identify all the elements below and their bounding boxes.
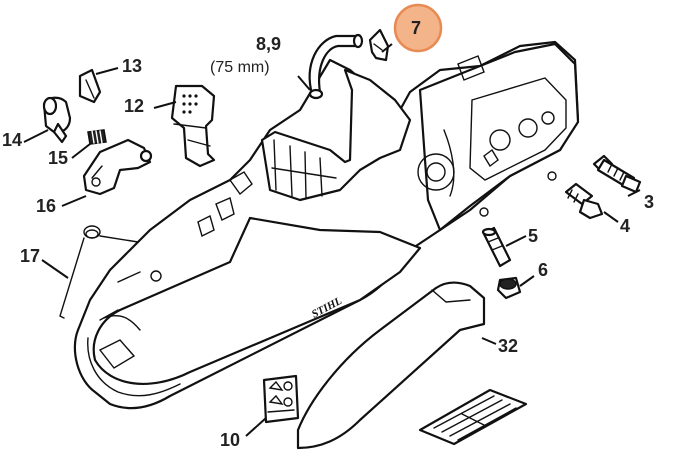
part-12-rail	[170, 84, 216, 168]
callout-16: 16	[36, 196, 56, 216]
callout-7: 7	[411, 18, 421, 38]
grille-plate	[418, 388, 528, 446]
callout-15: 15	[48, 148, 68, 168]
part-14-knob	[42, 96, 72, 144]
leader-lines	[23, 43, 641, 437]
main-housing: STIHL	[73, 40, 580, 410]
part-17-torsion-spring	[59, 225, 139, 319]
callout-10: 10	[220, 430, 240, 450]
callout-7-badge	[393, 3, 443, 53]
callout-8-9-note: (75 mm)	[210, 59, 270, 76]
callout-3: 3	[644, 192, 654, 212]
part-13-bracket	[78, 68, 102, 104]
part-5-sleeve	[481, 226, 512, 268]
part-16-lever	[82, 138, 153, 196]
part-6-nut	[496, 276, 522, 300]
callout-8-9: 8,9	[256, 34, 281, 54]
part-4-bolt	[564, 182, 604, 220]
part-10-warning-label	[262, 374, 300, 424]
callout-13: 13	[122, 56, 142, 76]
callout-14: 14	[2, 130, 22, 150]
callout-32: 32	[498, 336, 518, 356]
callout-5: 5	[528, 226, 538, 246]
callout-6: 6	[538, 260, 548, 280]
callout-7-highlight: 7	[393, 3, 443, 53]
part-7-clip	[368, 28, 390, 62]
callout-labels: 13 12 14 15 16 17 8,9 (75 mm) 3 4 5 6 32…	[2, 3, 654, 450]
part-32-side-cover	[296, 281, 486, 450]
part-3-stud	[592, 154, 642, 194]
part-15-spring	[87, 129, 107, 145]
callout-12: 12	[124, 96, 144, 116]
callout-4: 4	[620, 216, 630, 236]
part-8-9-hose	[308, 33, 364, 100]
callout-17: 17	[20, 246, 40, 266]
